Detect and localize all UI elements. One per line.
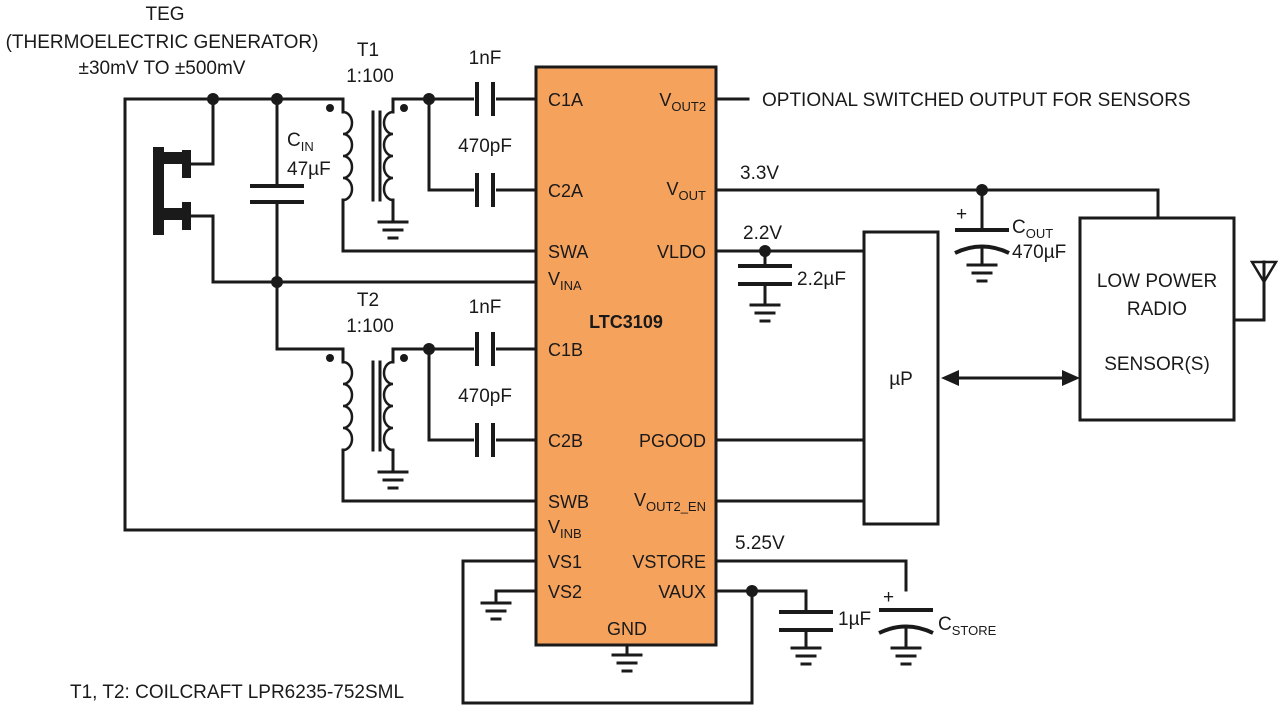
- c2b-capacitor: [474, 423, 496, 457]
- t2-ratio: 1:100: [346, 316, 394, 337]
- cout-name: COUT: [1012, 217, 1053, 241]
- transformer-note: T1, T2: COILCRAFT LPR6235-752SML: [70, 682, 404, 703]
- pin-pgood: PGOOD: [639, 431, 706, 451]
- t1-transformer: [326, 93, 538, 253]
- pin-vout2-en: VOUT2_EN: [634, 490, 706, 514]
- vldo-voltage: 2.2V: [743, 223, 782, 244]
- c2a-value: 470pF: [458, 136, 512, 157]
- radio-line2: RADIO: [1127, 299, 1187, 320]
- caux-capacitor: [779, 589, 833, 666]
- radio-line1: LOW POWER: [1097, 271, 1217, 292]
- teg-range: ±30mV TO ±500mV: [79, 58, 246, 79]
- pin-vs2: VS2: [548, 582, 582, 602]
- bidirectional-arrow-icon: [941, 370, 1080, 386]
- pin-vstore: VSTORE: [632, 552, 706, 572]
- chip-name: LTC3109: [589, 312, 663, 332]
- cin-value: 47µF: [287, 159, 331, 180]
- pin-swa: SWA: [548, 242, 588, 262]
- pin-c2a: C2A: [548, 181, 583, 201]
- vout-voltage: 3.3V: [740, 163, 779, 184]
- pin-swb: SWB: [548, 492, 589, 512]
- c2b-value: 470pF: [458, 386, 512, 407]
- c1a-capacitor: [474, 82, 496, 116]
- pin-vout2: VOUT2: [659, 90, 706, 114]
- c1b-value: 1nF: [469, 297, 502, 318]
- radio-line3: SENSOR(S): [1104, 354, 1210, 375]
- c1b-capacitor: [474, 332, 496, 366]
- cstore-name: CSTORE: [938, 614, 997, 638]
- cout-value: 470µF: [1012, 242, 1066, 263]
- cstore-capacitor: [878, 608, 934, 666]
- microprocessor-block: [862, 230, 940, 526]
- teg-symbol: [153, 97, 215, 284]
- ltc3109-chip: [534, 65, 718, 647]
- pin-vout: VOUT: [667, 179, 707, 203]
- cldo-value: 2.2µF: [797, 269, 846, 290]
- pin-c1a: C1A: [548, 90, 583, 110]
- pin-gnd: GND: [607, 619, 647, 639]
- c2a-capacitor: [474, 173, 496, 207]
- t2-name: T2: [357, 290, 379, 311]
- optional-output-label: OPTIONAL SWITCHED OUTPUT FOR SENSORS: [762, 90, 1191, 111]
- t1-name: T1: [357, 40, 379, 61]
- cin-name: CIN: [287, 130, 314, 154]
- c1a-value: 1nF: [469, 48, 502, 69]
- antenna-icon: [1232, 260, 1279, 322]
- input-wiring: [123, 93, 538, 532]
- teg-subtitle: (THERMOELECTRIC GENERATOR): [6, 32, 319, 53]
- cstore-plus: +: [883, 587, 894, 608]
- cin-capacitor: [250, 97, 304, 284]
- pin-vina: VINA: [548, 269, 582, 293]
- teg-title: TEG: [145, 4, 184, 25]
- cout-capacitor: [954, 188, 1010, 283]
- t1-ratio: 1:100: [346, 66, 394, 87]
- pin-c2b: C2B: [548, 431, 583, 451]
- radio-sensor-block: [1078, 216, 1236, 422]
- vstore-voltage: 5.25V: [735, 533, 785, 554]
- pin-vldo: VLDO: [657, 242, 706, 262]
- cldo-capacitor: [738, 249, 792, 323]
- pin-vaux: VAUX: [658, 582, 706, 602]
- caux-value: 1µF: [838, 609, 871, 630]
- pin-vs1: VS1: [548, 552, 582, 572]
- vs-wiring: [461, 559, 754, 705]
- pin-c1b: C1B: [548, 340, 583, 360]
- pin-vinb: VINB: [548, 517, 582, 541]
- cout-plus: +: [956, 204, 967, 225]
- microprocessor-label: µP: [889, 369, 913, 390]
